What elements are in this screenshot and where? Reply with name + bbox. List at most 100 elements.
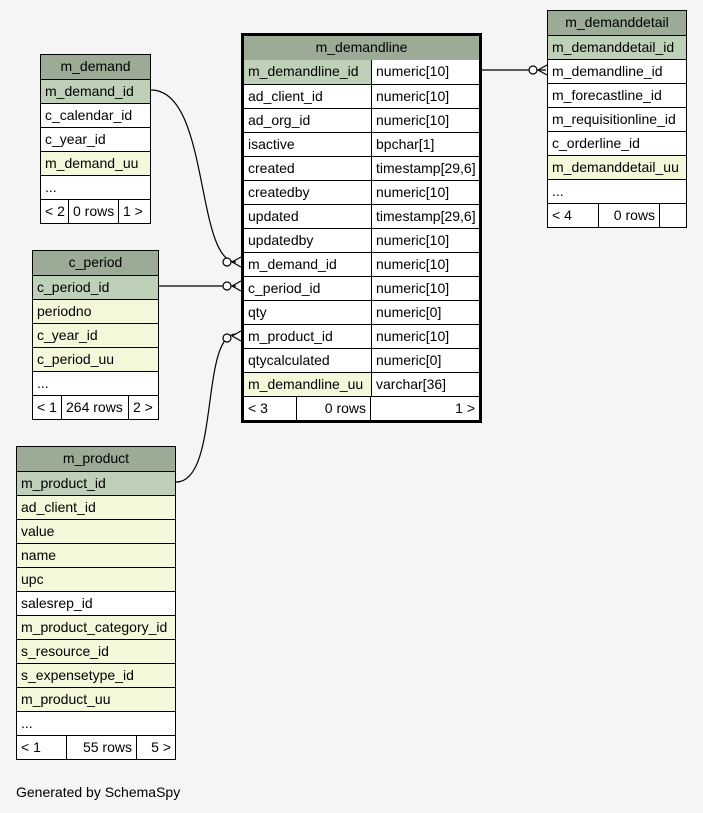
column-name: periodno bbox=[37, 303, 92, 319]
column-row: ... bbox=[548, 179, 686, 203]
table-header: c_period bbox=[33, 251, 158, 275]
column-name: c_period_uu bbox=[37, 351, 115, 367]
optional-marker bbox=[222, 257, 232, 267]
column-row: s_expensetype_id bbox=[17, 663, 175, 687]
table-title: m_demanddetail bbox=[565, 14, 669, 30]
column-name: m_demanddetail_id bbox=[552, 39, 675, 55]
table-header: m_demanddetail bbox=[548, 11, 686, 35]
edge-m-demand-to-m-demandline bbox=[150, 89, 237, 263]
column-row: upc bbox=[17, 567, 175, 591]
column-name: m_demand_id bbox=[45, 83, 134, 99]
parents-count: < 1 bbox=[37, 399, 57, 415]
column-row: c_calendar_id bbox=[41, 103, 150, 127]
generated-by-text: Generated by SchemaSpy bbox=[16, 784, 181, 800]
column-row: ... bbox=[41, 175, 150, 199]
column-name: m_product_uu bbox=[21, 691, 111, 707]
column-name: ad_client_id bbox=[21, 499, 96, 515]
crows-foot bbox=[231, 330, 242, 342]
parents-count: < 2 bbox=[45, 203, 65, 219]
crows-foot bbox=[231, 256, 242, 268]
column-type: numeric[10] bbox=[371, 277, 479, 300]
column-name: m_demandline_uu bbox=[244, 373, 371, 396]
column-name: c_period_id bbox=[244, 277, 371, 300]
table-footer: < 4 0 rows bbox=[548, 203, 686, 227]
column-row: m_demanddetail_id bbox=[548, 35, 686, 59]
table-title: m_demand bbox=[60, 58, 131, 74]
column-name: ... bbox=[37, 375, 49, 391]
column-type: numeric[0] bbox=[371, 349, 479, 372]
children-count bbox=[659, 204, 686, 227]
row-count: 0 rows bbox=[598, 204, 659, 227]
children-count: 1 > bbox=[118, 200, 150, 223]
column-name: ... bbox=[552, 183, 564, 199]
column-name: m_product_id bbox=[21, 475, 106, 491]
parents-count: < 1 bbox=[21, 739, 41, 755]
column-row: c_year_id bbox=[41, 127, 150, 151]
column-name: m_product_id bbox=[244, 325, 371, 348]
column-name: ... bbox=[21, 715, 33, 731]
row-count: 0 rows bbox=[296, 397, 370, 420]
column-name: m_demand_id bbox=[244, 253, 371, 276]
column-name: c_orderline_id bbox=[552, 135, 640, 151]
crows-foot bbox=[537, 64, 548, 76]
column-name: s_expensetype_id bbox=[21, 667, 134, 683]
column-type: numeric[10] bbox=[371, 181, 479, 204]
column-row: m_demand_uu bbox=[41, 151, 150, 175]
column-name: c_year_id bbox=[45, 131, 106, 147]
column-row: m_requisitionline_id bbox=[548, 107, 686, 131]
children-count: 5 > bbox=[136, 736, 175, 759]
column-row: c_year_id bbox=[33, 323, 158, 347]
table-m-product[interactable]: m_product m_product_id ad_client_id valu… bbox=[16, 446, 176, 760]
column-name: m_demand_uu bbox=[45, 155, 139, 171]
column-row: m_demanddetail_uu bbox=[548, 155, 686, 179]
column-row: c_period_uu bbox=[33, 347, 158, 371]
row-count: 0 rows bbox=[68, 200, 118, 223]
column-row: m_demand_id bbox=[41, 79, 150, 103]
column-row: periodno bbox=[33, 299, 158, 323]
table-footer: < 3 0 rows 1 > bbox=[244, 396, 479, 420]
column-name: m_demandline_id bbox=[244, 60, 371, 84]
column-name: salesrep_id bbox=[21, 595, 93, 611]
column-name: updated bbox=[244, 205, 371, 228]
table-header: m_product bbox=[17, 447, 175, 471]
column-name: ad_org_id bbox=[244, 109, 371, 132]
table-c-period[interactable]: c_period c_period_id periodno c_year_id … bbox=[32, 250, 159, 420]
column-type: bpchar[1] bbox=[371, 133, 479, 156]
column-name: m_forecastline_id bbox=[552, 87, 662, 103]
column-type: numeric[10] bbox=[371, 325, 479, 348]
table-footer: < 2 0 rows 1 > bbox=[41, 199, 150, 223]
column-row: salesrep_id bbox=[17, 591, 175, 615]
edge-m-product-to-m-demandline bbox=[175, 333, 237, 483]
column-type: numeric[10] bbox=[371, 229, 479, 252]
column-row: m_demandline_id bbox=[548, 59, 686, 83]
table-m-demanddetail[interactable]: m_demanddetail m_demanddetail_id m_deman… bbox=[547, 10, 687, 228]
column-type: numeric[10] bbox=[371, 109, 479, 132]
column-name: c_year_id bbox=[37, 327, 98, 343]
column-name: name bbox=[21, 547, 57, 563]
column-row: ad_client_id bbox=[17, 495, 175, 519]
column-name: m_product_category_id bbox=[21, 619, 168, 635]
column-row: name bbox=[17, 543, 175, 567]
table-m-demand[interactable]: m_demand m_demand_id c_calendar_id c_yea… bbox=[40, 54, 151, 224]
column-row: ... bbox=[33, 371, 158, 395]
column-name: created bbox=[244, 157, 371, 180]
column-name: updatedby bbox=[244, 229, 371, 252]
column-name: qty bbox=[244, 301, 371, 324]
optional-marker bbox=[222, 333, 232, 343]
column-row: m_product_id bbox=[17, 471, 175, 495]
children-count: 1 > bbox=[370, 397, 479, 420]
column-row: c_period_id bbox=[33, 275, 158, 299]
table-footer: < 1 55 rows 5 > bbox=[17, 735, 175, 759]
